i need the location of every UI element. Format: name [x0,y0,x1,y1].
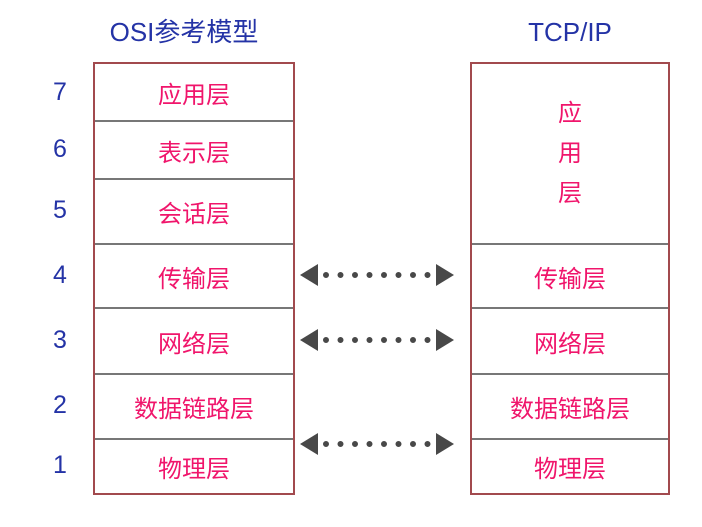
layer-number-6: 6 [53,134,67,163]
tcpip-application-char-2: 用 [558,139,582,167]
dotted-double-arrow-icon [300,262,454,288]
osi-layer-physical: 物理层 [95,438,293,493]
dotted-double-arrow-icon [300,327,454,353]
osi-layer-network: 网络层 [95,307,293,373]
tcpip-layer-application: 应 用 层 [472,64,668,243]
tcpip-model-title: TCP/IP [528,17,612,47]
layer-number-3: 3 [53,325,67,354]
osi-model-box: 应用层 表示层 会话层 传输层 网络层 数据链路层 物理层 [93,62,295,495]
layer-number-7: 7 [53,77,67,106]
osi-layer-presentation: 表示层 [95,120,293,178]
layer-number-1: 1 [53,451,67,479]
osi-layer-transport: 传输层 [95,243,293,307]
layer-number-2: 2 [53,391,67,419]
osi-layer-datalink: 数据链路层 [95,373,293,438]
dotted-double-arrow-icon [300,431,454,457]
osi-layer-application: 应用层 [158,81,230,109]
layer-number-5: 5 [53,196,67,224]
osi-layer-numbers: 7 6 5 4 3 2 1 [38,64,82,493]
tcpip-model-box: 应 用 层 传输层 网络层 数据链路层 物理层 [470,62,670,495]
tcpip-layer-transport: 传输层 [472,243,668,307]
osi-model-title: OSI参考模型 [109,17,259,47]
layer-number-4: 4 [53,260,67,289]
tcpip-application-char-3: 层 [558,179,582,207]
tcpip-application-char-1: 应 [558,99,582,127]
tcpip-layer-datalink: 数据链路层 [472,373,668,438]
osi-layer-session: 会话层 [95,178,293,243]
tcpip-layer-physical: 物理层 [472,438,668,493]
tcpip-layer-network: 网络层 [472,307,668,373]
